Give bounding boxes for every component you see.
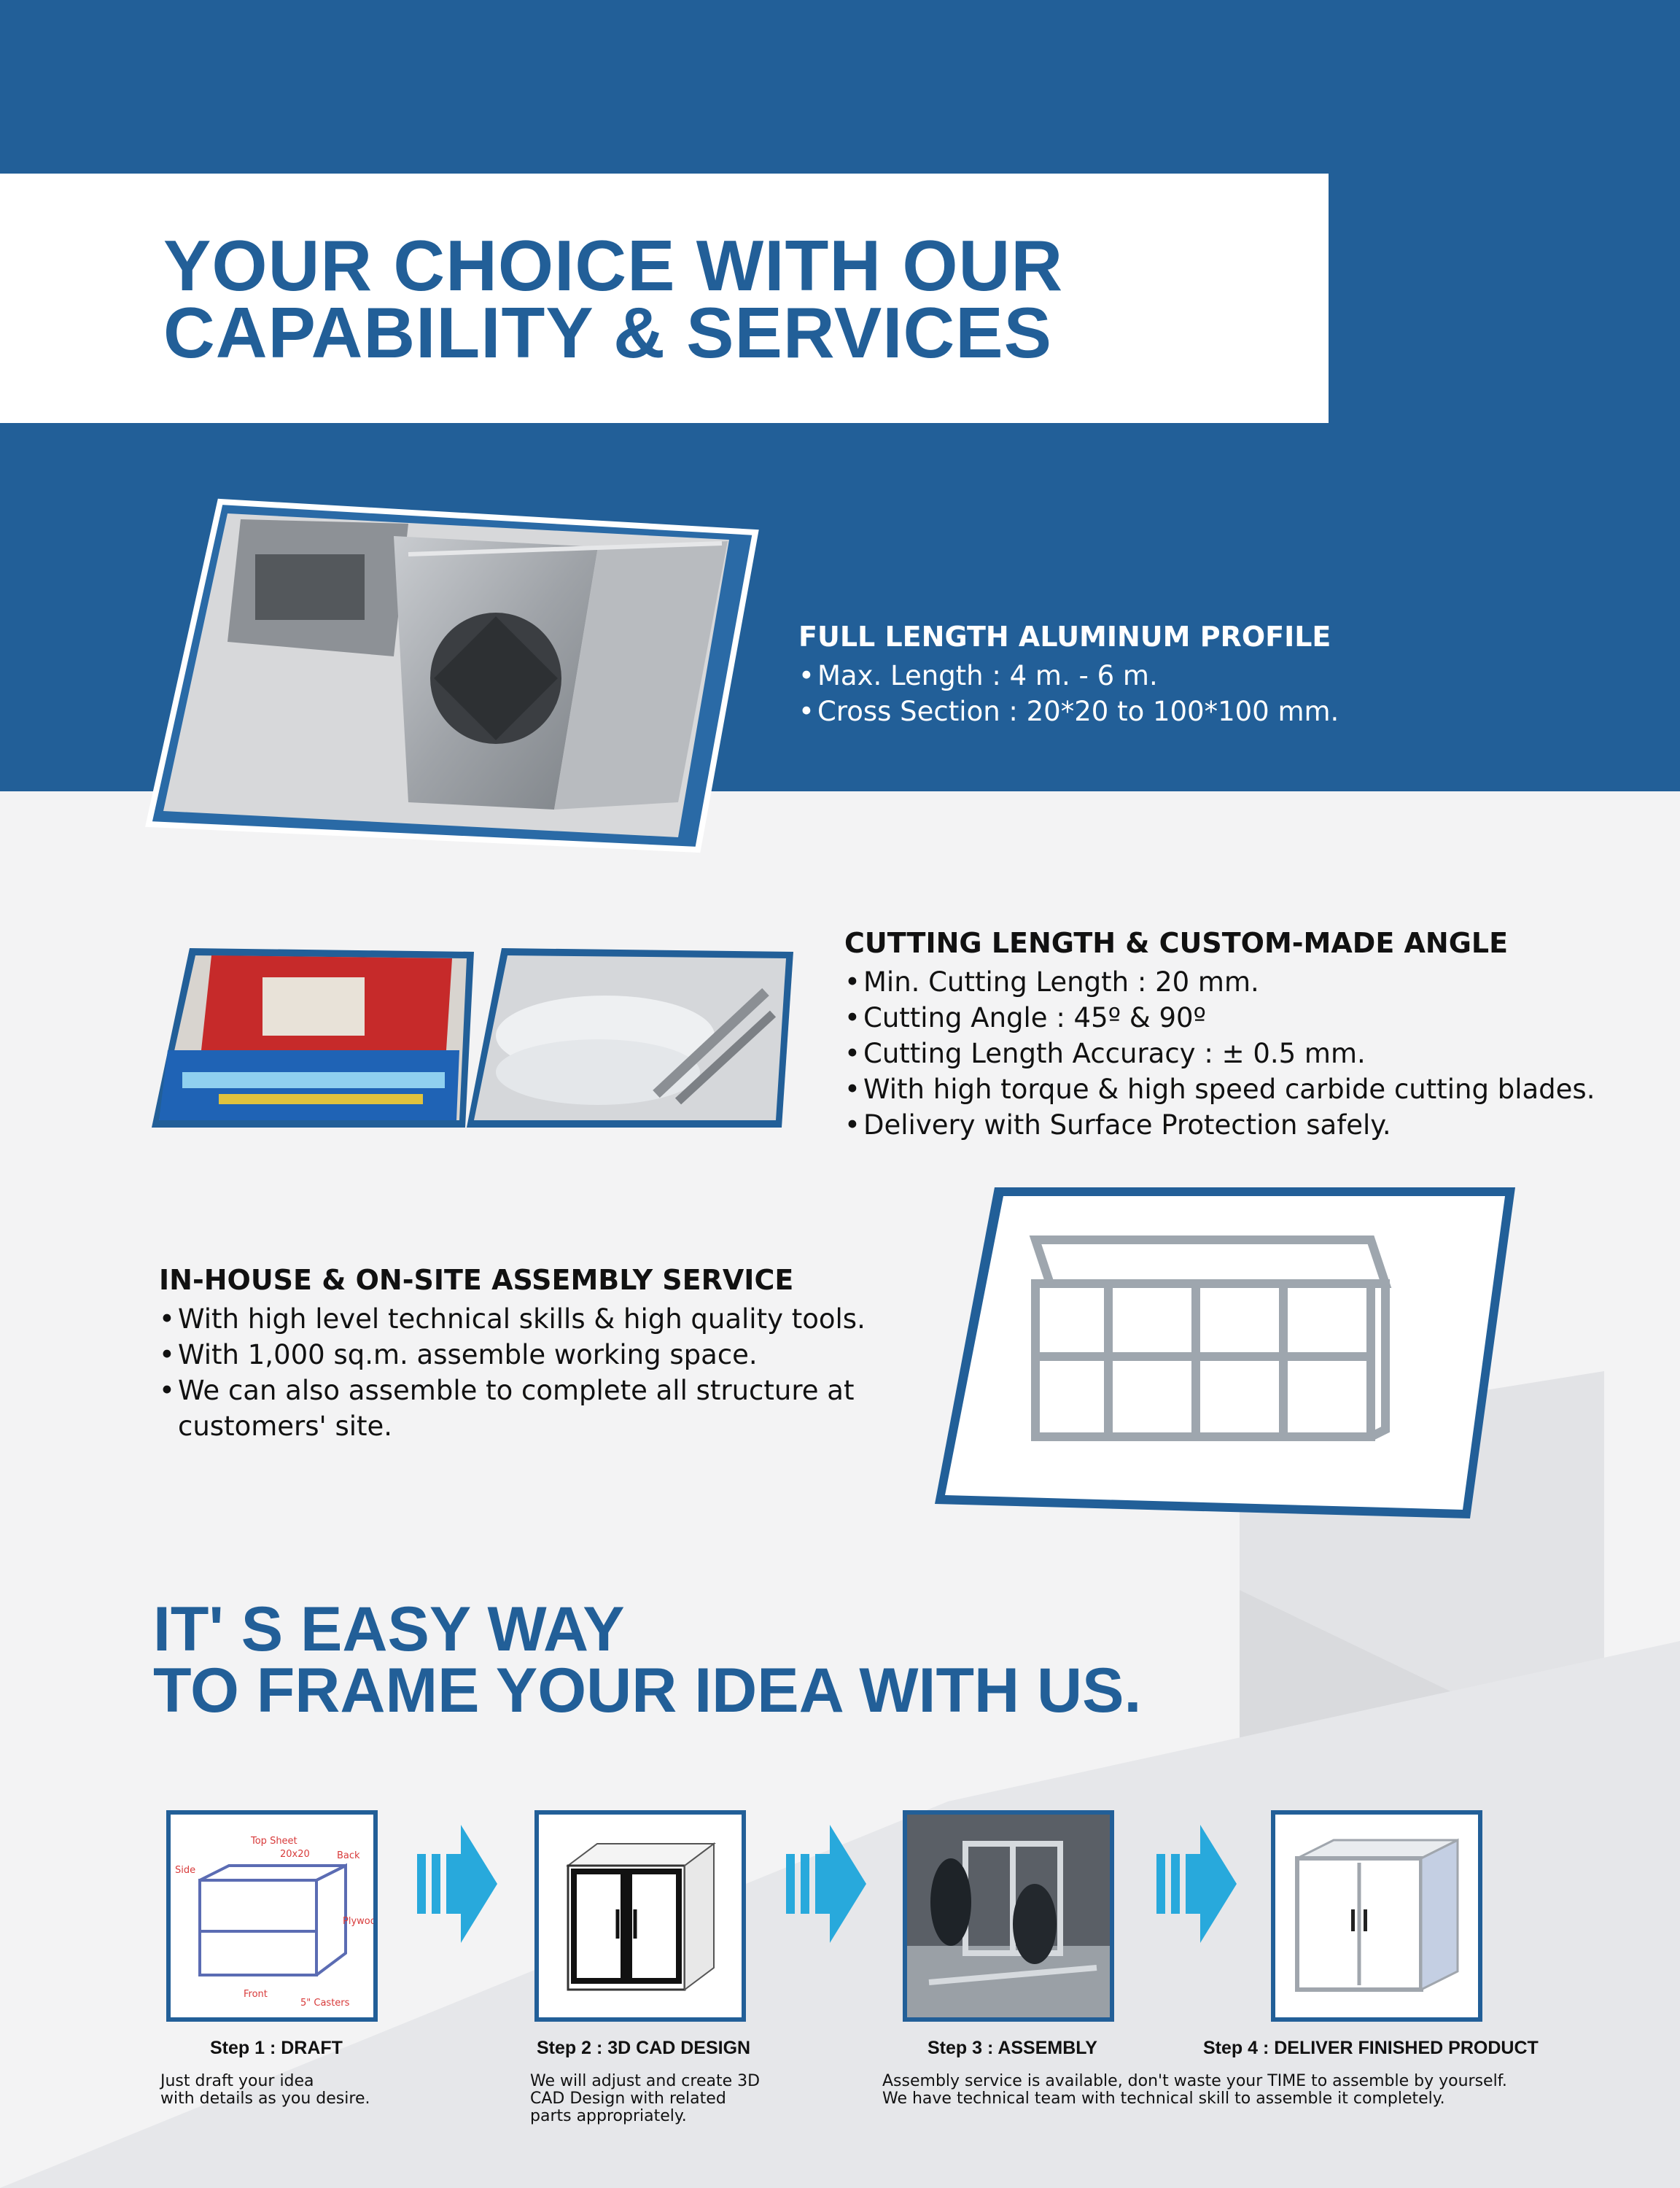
profile-service-title: FULL LENGTH ALUMINUM PROFILE bbox=[798, 621, 1331, 653]
page-title: YOUR CHOICE WITH OUR CAPABILITY & SERVIC… bbox=[163, 225, 1064, 373]
assembly-service-title: IN-HOUSE & ON-SITE ASSEMBLY SERVICE bbox=[159, 1264, 794, 1296]
step-2-description: We will adjust and create 3D CAD Design … bbox=[530, 2073, 760, 2125]
step-2-label: Step 2 : 3D CAD DESIGN bbox=[537, 2038, 751, 2058]
easy-way-title-line-1: IT' S EASY WAY bbox=[153, 1594, 625, 1664]
assembly-bullet: With high level technical skills & high … bbox=[159, 1301, 888, 1337]
header-title-box bbox=[0, 174, 1329, 423]
cutting-bullet: Cutting Angle : 45º & 90º bbox=[844, 1000, 1646, 1036]
arrow-right-icon bbox=[417, 1825, 497, 1943]
sketch-note: Plywood bbox=[343, 1916, 373, 1927]
step-4-label: Step 4 : DELIVER FINISHED PRODUCT bbox=[1203, 2038, 1539, 2058]
step-3-description-line: We have technical team with technical sk… bbox=[882, 2090, 1445, 2108]
sketch-note: Side bbox=[175, 1865, 195, 1876]
easy-way-title: IT' S EASY WAY TO FRAME YOUR IDEA WITH U… bbox=[153, 1594, 1142, 1726]
step-2-cad-image bbox=[534, 1810, 746, 2022]
step-2-description-line: parts appropriately. bbox=[530, 2107, 687, 2125]
cutting-bullet: With high torque & high speed carbide cu… bbox=[844, 1071, 1646, 1107]
arrow-right-icon bbox=[786, 1825, 866, 1943]
step-1-description-line: with details as you desire. bbox=[160, 2090, 370, 2108]
sketch-note: Back bbox=[337, 1850, 360, 1861]
assembly-bullet: We can also assemble to complete all str… bbox=[159, 1373, 888, 1444]
sketch-note: 5" Casters bbox=[300, 1998, 350, 2009]
cutting-service-bullets: Min. Cutting Length : 20 mm. Cutting Ang… bbox=[844, 964, 1646, 1143]
step-3-assembly-image bbox=[903, 1810, 1114, 2022]
step-1-description: Just draft your idea with details as you… bbox=[160, 2073, 370, 2108]
arrow-right-icon bbox=[1156, 1825, 1237, 1943]
assembly-service-bullets: With high level technical skills & high … bbox=[159, 1301, 888, 1444]
sketch-note: 20x20 bbox=[280, 1849, 310, 1860]
profile-service-section: FULL LENGTH ALUMINUM PROFILE Max. Length… bbox=[798, 620, 1528, 729]
cutting-service-title: CUTTING LENGTH & CUSTOM-MADE ANGLE bbox=[844, 927, 1509, 959]
step-1-description-line: Just draft your idea bbox=[160, 2072, 314, 2090]
step-1-draft-image: Top Sheet 20x20 Side Back Plywood Front … bbox=[166, 1810, 378, 2022]
sketch-note: Front bbox=[244, 1989, 268, 2000]
step-4-finished-product-image bbox=[1271, 1810, 1482, 2022]
step-3-description: Assembly service is available, don't was… bbox=[882, 2073, 1655, 2108]
step-1-label: Step 1 : DRAFT bbox=[210, 2038, 343, 2058]
step-3-label: Step 3 : ASSEMBLY bbox=[928, 2038, 1097, 2058]
page-title-line-1: YOUR CHOICE WITH OUR bbox=[163, 225, 1064, 306]
profile-bullet: Cross Section : 20*20 to 100*100 mm. bbox=[798, 694, 1528, 729]
assembly-bullet: With 1,000 sq.m. assemble working space. bbox=[159, 1337, 888, 1373]
profile-bullet: Max. Length : 4 m. - 6 m. bbox=[798, 658, 1528, 694]
cutting-bullet: Delivery with Surface Protection safely. bbox=[844, 1107, 1646, 1143]
cutting-bullet: Min. Cutting Length : 20 mm. bbox=[844, 964, 1646, 1000]
step-2-description-line: We will adjust and create 3D bbox=[530, 2072, 761, 2090]
profile-service-bullets: Max. Length : 4 m. - 6 m. Cross Section … bbox=[798, 658, 1528, 729]
cutting-service-section: CUTTING LENGTH & CUSTOM-MADE ANGLE Min. … bbox=[844, 926, 1646, 1143]
page-title-line-2: CAPABILITY & SERVICES bbox=[163, 292, 1053, 373]
step-3-description-line: Assembly service is available, don't was… bbox=[882, 2072, 1507, 2090]
step-2-description-line: CAD Design with related bbox=[530, 2090, 726, 2108]
sketch-note: Top Sheet bbox=[250, 1836, 298, 1847]
assembly-service-section: IN-HOUSE & ON-SITE ASSEMBLY SERVICE With… bbox=[159, 1263, 888, 1444]
easy-way-title-line-2: TO FRAME YOUR IDEA WITH US. bbox=[153, 1656, 1142, 1726]
cutting-bullet: Cutting Length Accuracy : ± 0.5 mm. bbox=[844, 1036, 1646, 1071]
